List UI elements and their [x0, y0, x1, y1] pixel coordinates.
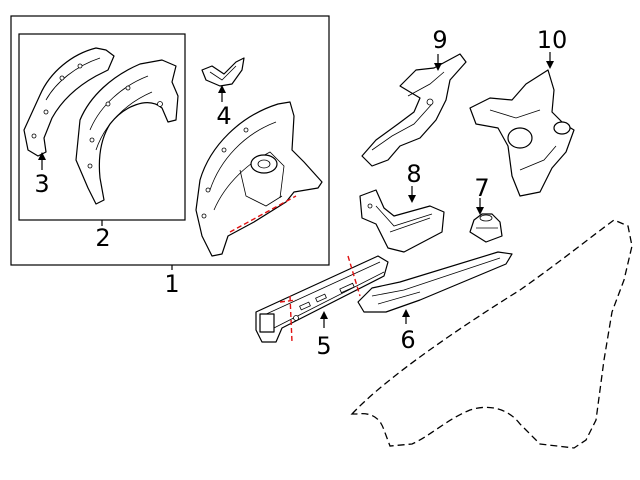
part-5-frame-rail — [255, 255, 389, 343]
callout-5: 5 — [316, 332, 331, 360]
part-2-wheelhouse-panel — [75, 59, 179, 205]
part-8-tray-bracket — [359, 189, 445, 253]
assembly-box-outer — [10, 15, 330, 266]
callout-7: 7 — [474, 174, 489, 202]
part-10-mount-bracket — [469, 69, 575, 197]
part-6-side-rail — [357, 251, 513, 313]
callout-9: 9 — [432, 26, 447, 54]
part-9-bracket-assembly — [361, 53, 467, 167]
part-7-bumper — [469, 213, 503, 243]
part-4-bracket — [201, 57, 245, 87]
fender-outline — [350, 219, 633, 449]
callout-8: 8 — [406, 160, 421, 188]
callout-3: 3 — [34, 170, 49, 198]
callout-10: 10 — [537, 26, 568, 54]
part-3-wheelhouse-strip — [23, 47, 115, 157]
callout-4: 4 — [216, 102, 231, 130]
callout-leaders — [38, 52, 554, 328]
callout-6: 6 — [400, 326, 415, 354]
part-1-apron-assembly — [195, 101, 323, 257]
callout-1: 1 — [164, 270, 179, 298]
callout-2: 2 — [95, 224, 110, 252]
